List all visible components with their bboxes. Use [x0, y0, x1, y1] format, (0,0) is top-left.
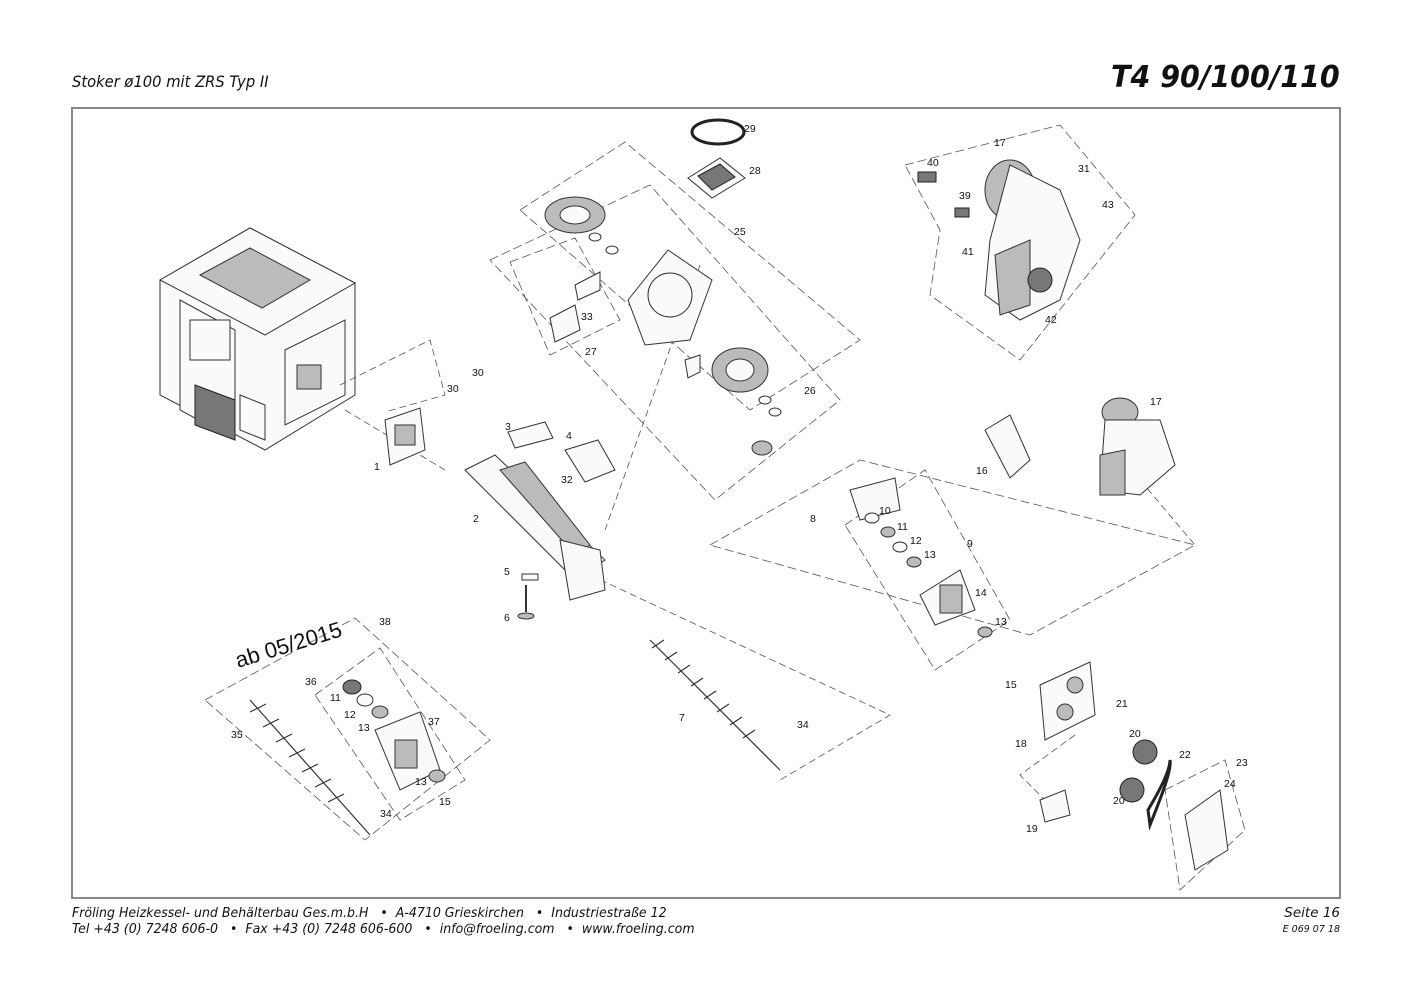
callout: 12	[910, 535, 922, 547]
bracket-5	[521, 573, 539, 581]
callout: 19	[1026, 823, 1038, 835]
seal-ring	[690, 118, 746, 146]
callout: 36	[305, 676, 317, 688]
callout-labels: 29 28 17 40 31 39 43 25 41 42 33 27 30 3…	[231, 123, 1248, 835]
auger-7	[649, 639, 781, 771]
callout: 7	[679, 712, 685, 724]
gear-motor-17-top	[917, 159, 1081, 321]
callout: 15	[1005, 679, 1017, 691]
callout: 43	[1102, 199, 1114, 211]
foot-6	[517, 612, 535, 620]
connector-39	[954, 207, 970, 218]
drawing-frame	[71, 107, 1341, 899]
page-number: Seite 16	[1284, 905, 1340, 921]
callout: 9	[967, 538, 973, 550]
connector-40	[917, 171, 937, 183]
gasket-4	[564, 439, 616, 483]
callout: 38	[379, 616, 391, 628]
model-title: T4 90/100/110	[1111, 60, 1340, 95]
bearing-housing-37	[342, 679, 446, 791]
group-outline-9	[844, 469, 1011, 671]
callout: 16	[976, 465, 988, 477]
callout: 14	[975, 587, 987, 599]
callout: 11	[330, 692, 341, 704]
callout: 29	[744, 123, 756, 135]
callout: 30	[447, 383, 459, 395]
group-outline-36	[314, 647, 466, 821]
callout: 17	[1150, 396, 1162, 408]
callout: 20	[1129, 728, 1141, 740]
callout: 42	[1045, 314, 1057, 326]
callout: 30	[472, 367, 484, 379]
callout: 40	[927, 157, 939, 169]
callout: 3	[505, 421, 511, 433]
callout: 33	[581, 311, 593, 323]
callout: 26	[804, 385, 816, 397]
bearing-housing-14	[849, 477, 993, 638]
rotary-valve	[544, 196, 782, 456]
callout: 39	[959, 190, 971, 202]
callout: 28	[749, 165, 761, 177]
document-subtitle: Stoker ø100 mit ZRS Typ II	[72, 72, 269, 91]
callout: 18	[1015, 738, 1027, 750]
footer-contact: Tel +43 (0) 7248 606-0 • Fax +43 (0) 724…	[72, 921, 695, 937]
callout: 6	[504, 612, 510, 624]
callout: 37	[428, 716, 440, 728]
callout: 24	[1224, 778, 1236, 790]
chain-cover-23	[1184, 789, 1229, 871]
callout: 2	[473, 513, 479, 525]
callout: 17	[994, 137, 1006, 149]
footer-company-address: Fröling Heizkessel- und Behälterbau Ges.…	[72, 905, 667, 921]
bracket-16	[984, 414, 1031, 479]
callout: 8	[810, 513, 816, 525]
callout: 13	[995, 616, 1007, 628]
sprocket-20b	[1119, 777, 1145, 803]
group-outline-27	[509, 237, 621, 356]
callout: 34	[380, 808, 392, 820]
callout: 31	[1078, 163, 1090, 175]
callout: 25	[734, 226, 746, 238]
callout: 4	[566, 430, 572, 442]
callout: 22	[1179, 749, 1191, 761]
document-code: E 069 07 18	[1282, 924, 1340, 935]
callout: 11	[897, 521, 908, 533]
gear-motor-17-lower	[984, 397, 1176, 496]
callout: 13	[358, 722, 370, 734]
tensioner-19	[1039, 789, 1071, 823]
group-outline-17-top	[904, 124, 1136, 361]
group-outline-24	[1164, 759, 1246, 891]
callout: 32	[561, 474, 573, 486]
callout: 41	[962, 246, 974, 258]
callout: 5	[504, 566, 510, 578]
callout: 35	[231, 729, 243, 741]
callout: 10	[879, 505, 891, 517]
callout: 12	[344, 709, 356, 721]
callout: 34	[797, 719, 809, 731]
revision-note: ab 05/2015	[232, 617, 345, 673]
callout: 23	[1236, 757, 1248, 769]
callout: 15	[439, 796, 451, 808]
callout: 1	[374, 461, 380, 473]
group-outline-38	[204, 617, 491, 841]
sprocket-20	[1132, 739, 1158, 765]
boiler-body	[158, 227, 357, 451]
group-outline-25	[519, 141, 861, 411]
auger-35	[249, 699, 371, 836]
stoker-housing-2	[464, 421, 616, 620]
plate-18	[1039, 661, 1096, 741]
callout: 21	[1116, 698, 1128, 710]
callout: 27	[585, 346, 597, 358]
callout: 20	[1113, 795, 1125, 807]
chain-22	[1146, 759, 1172, 831]
callout: 13	[924, 549, 936, 561]
cover-3	[507, 421, 554, 449]
callout: 13	[415, 776, 427, 788]
